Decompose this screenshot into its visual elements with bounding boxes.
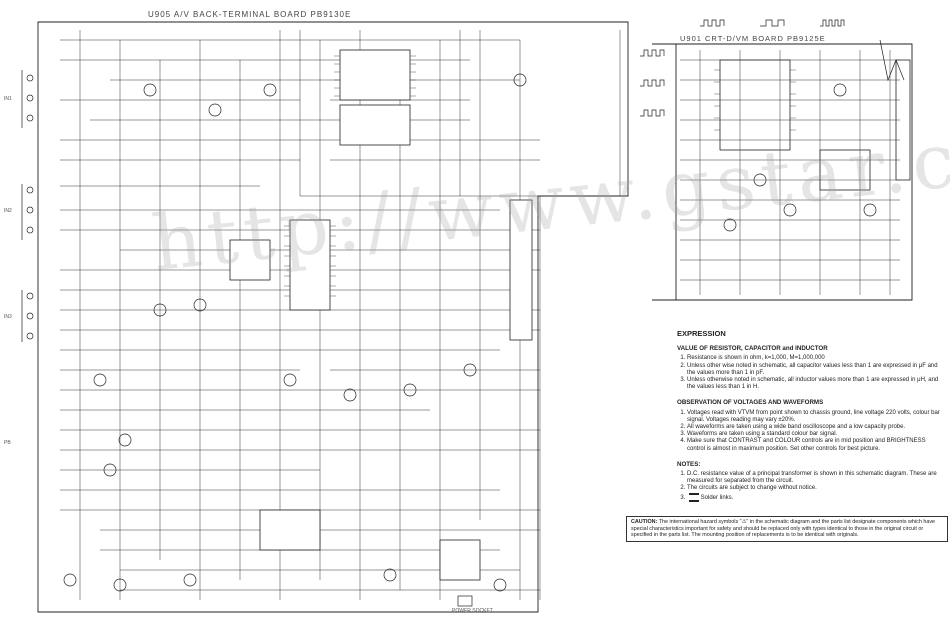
list-item: Unless otherwise noted in schematic, all… — [687, 377, 942, 391]
caution-box: CAUTION: The international hazard symbol… — [626, 516, 948, 542]
crt-wiring — [680, 50, 900, 295]
voltage-heading: OBSERVATION OF VOLTAGES AND WAVEFORMS — [677, 399, 824, 407]
list-item: D.C. resistance value of a principal tra… — [687, 471, 942, 485]
ic-block — [229, 239, 271, 281]
crt-board-title: U901 CRT-D/VM BOARD PB9125E — [680, 34, 826, 43]
solder-link-icon — [689, 492, 699, 502]
list-item: The circuits are subject to change witho… — [687, 485, 942, 492]
crt-board-outline — [675, 43, 913, 301]
list-item: Make sure that CONTRAST and COLOUR contr… — [687, 438, 942, 452]
caution-text: The international hazard symbols "⚠" in … — [631, 519, 936, 539]
ic-block — [339, 104, 411, 146]
input-jacks — [21, 70, 34, 342]
notes-panel: EXPRESSION VALUE OF RESISTOR, CAPACITOR … — [677, 330, 942, 510]
list-item: Voltages read with VTVM from point shown… — [687, 410, 942, 424]
power-socket-label: POWER SOCKET — [452, 608, 493, 614]
side-label-pb: PB — [4, 440, 11, 446]
ic-block — [439, 539, 481, 581]
list-item: Waveforms are taken using a standard col… — [687, 431, 942, 438]
voltage-list: Voltages read with VTVM from point shown… — [677, 410, 942, 453]
list-item: Resistance is shown in ohm, k=1,000, M=1… — [687, 355, 942, 362]
caution-label: CAUTION: — [631, 519, 658, 525]
av-board-outline — [37, 21, 629, 613]
list-item: Unless other wise noted in schematic, al… — [687, 363, 942, 377]
ic-block — [339, 49, 411, 101]
list-item: All waveforms are taken using a wide ban… — [687, 424, 942, 431]
notes-subheading: NOTES: — [677, 460, 701, 468]
av-board-title: U905 A/V BACK-TERMINAL BOARD PB9130E — [148, 10, 352, 19]
resistor-list: Resistance is shown in ohm, k=1,000, M=1… — [677, 355, 942, 391]
waveforms — [640, 19, 905, 117]
ic-block — [259, 509, 321, 551]
connector — [509, 199, 533, 341]
side-label-in3: IN3 — [4, 314, 12, 320]
side-label-in2: IN2 — [4, 208, 12, 214]
solder-links-text: Solder links. — [700, 494, 734, 501]
ic-block — [289, 219, 331, 311]
notes-list: D.C. resistance value of a principal tra… — [677, 471, 942, 502]
side-label-in1: IN1 — [4, 96, 12, 102]
resistor-heading: VALUE OF RESISTOR, CAPACITOR and INDUCTO… — [677, 345, 828, 353]
ic-block — [819, 149, 871, 191]
ic-block — [719, 59, 791, 151]
notes-heading: EXPRESSION — [677, 329, 726, 338]
list-item: Solder links. — [687, 492, 942, 502]
